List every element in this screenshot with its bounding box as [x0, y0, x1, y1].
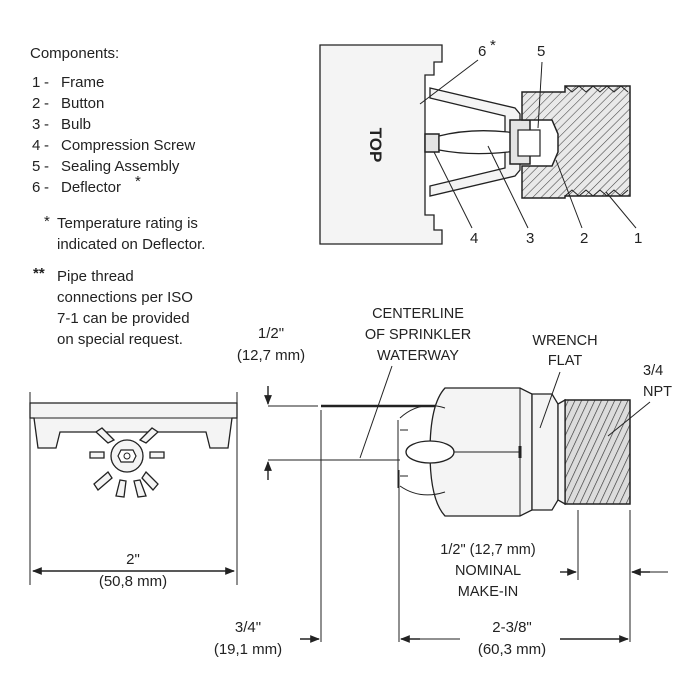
components-legend: Components: 1 - Frame 2 - Button 3 - Bul… — [30, 45, 205, 348]
deflector-asterisk: * — [135, 173, 141, 190]
makein-label-3: MAKE-IN — [458, 584, 518, 600]
top-label: TOP — [366, 128, 385, 163]
svg-text:-: - — [44, 95, 49, 112]
side-view: 1/2" (12,7 mm) CENTERLINE OF SPRINKLER W… — [214, 306, 672, 658]
frame-thread-profile — [564, 85, 629, 197]
svg-text:Compression Screw: Compression Screw — [61, 137, 195, 154]
thread-label-1: 3/4 — [643, 363, 663, 379]
deflector-plate — [319, 44, 443, 245]
svg-text:4: 4 — [32, 137, 40, 154]
svg-text:-: - — [44, 137, 49, 154]
three-quarter-inch-label: 3/4" — [235, 619, 261, 636]
svg-text:Button: Button — [61, 95, 104, 112]
svg-text:Bulb: Bulb — [61, 116, 91, 133]
front-view: 2" (50,8 mm) — [29, 392, 238, 590]
wrench-label-1: WRENCH — [532, 333, 597, 349]
svg-text:5: 5 — [32, 158, 40, 175]
svg-text:**: ** — [33, 265, 45, 282]
makein-label-2: NOMINAL — [455, 563, 521, 579]
legend-item-frame: 1 - Frame — [32, 74, 104, 91]
compression-screw — [424, 133, 440, 153]
sealing-assembly — [517, 129, 541, 157]
legend-item-deflector: 6 - Deflector * — [32, 173, 141, 196]
svg-text:3: 3 — [32, 116, 40, 133]
centerline-label-3: WATERWAY — [377, 348, 459, 364]
svg-text:connections per ISO: connections per ISO — [57, 289, 193, 306]
legend-item-button: 2 - Button — [32, 95, 104, 112]
callout-1: 1 — [634, 230, 642, 247]
svg-text:*: * — [44, 213, 50, 230]
pipe-thread-note: ** Pipe thread connections per ISO 7-1 c… — [33, 265, 193, 348]
temperature-note: * Temperature rating is indicated on Def… — [44, 213, 205, 253]
callout-3: 3 — [526, 230, 534, 247]
svg-text:2: 2 — [32, 95, 40, 112]
width-mm: (50,8 mm) — [99, 573, 167, 590]
centerline-label-2: OF SPRINKLER — [365, 327, 471, 343]
svg-text:-: - — [44, 74, 49, 91]
svg-text:on special request.: on special request. — [57, 331, 183, 348]
svg-text:6: 6 — [32, 179, 40, 196]
side-frame-arms — [397, 405, 446, 496]
half-inch-mm-label: (12,7 mm) — [237, 347, 305, 364]
svg-text:1: 1 — [32, 74, 40, 91]
svg-text:Deflector: Deflector — [61, 179, 121, 196]
makein-label-1: 1/2" (12,7 mm) — [440, 542, 535, 558]
svg-text:7-1 can be provided: 7-1 can be provided — [57, 310, 190, 327]
three-quarter-mm-label: (19,1 mm) — [214, 641, 282, 658]
centerline-label-1: CENTERLINE — [372, 306, 464, 322]
side-bulb — [405, 440, 455, 464]
deflector-tines — [89, 427, 165, 498]
callout-5: 5 — [537, 43, 545, 60]
svg-text:-: - — [44, 179, 49, 196]
svg-text:Sealing Assembly: Sealing Assembly — [61, 158, 180, 175]
frame-body — [521, 85, 631, 199]
threaded-end — [564, 399, 631, 505]
svg-text:Pipe thread: Pipe thread — [57, 268, 134, 285]
width-inches: 2" — [126, 551, 140, 568]
wrench-label-2: FLAT — [548, 353, 583, 369]
screw-hex — [117, 449, 137, 463]
thread-label-2: NPT — [643, 384, 672, 400]
callout-6-asterisk: * — [490, 37, 496, 54]
legend-item-compression-screw: 4 - Compression Screw — [32, 137, 195, 154]
cross-section-view: TOP 6 * 5 4 3 2 1 — [319, 37, 642, 247]
overall-length-inch-label: 2-3/8" — [492, 619, 532, 636]
overall-length-mm-label: (60,3 mm) — [478, 641, 546, 658]
legend-item-bulb: 3 - Bulb — [32, 116, 91, 133]
callout-6: 6 — [478, 43, 486, 60]
wrench-flat — [531, 393, 559, 511]
svg-text:Temperature rating is: Temperature rating is — [57, 215, 198, 232]
callout-2: 2 — [580, 230, 588, 247]
callout-4: 4 — [470, 230, 478, 247]
half-inch-label: 1/2" — [258, 325, 284, 342]
svg-text:Frame: Frame — [61, 74, 104, 91]
svg-text:-: - — [44, 158, 49, 175]
legend-item-sealing-assembly: 5 - Sealing Assembly — [32, 158, 180, 175]
svg-text:-: - — [44, 116, 49, 133]
legend-heading: Components: — [30, 45, 119, 62]
frame-arms — [429, 87, 521, 197]
svg-text:indicated on Deflector.: indicated on Deflector. — [57, 236, 205, 253]
